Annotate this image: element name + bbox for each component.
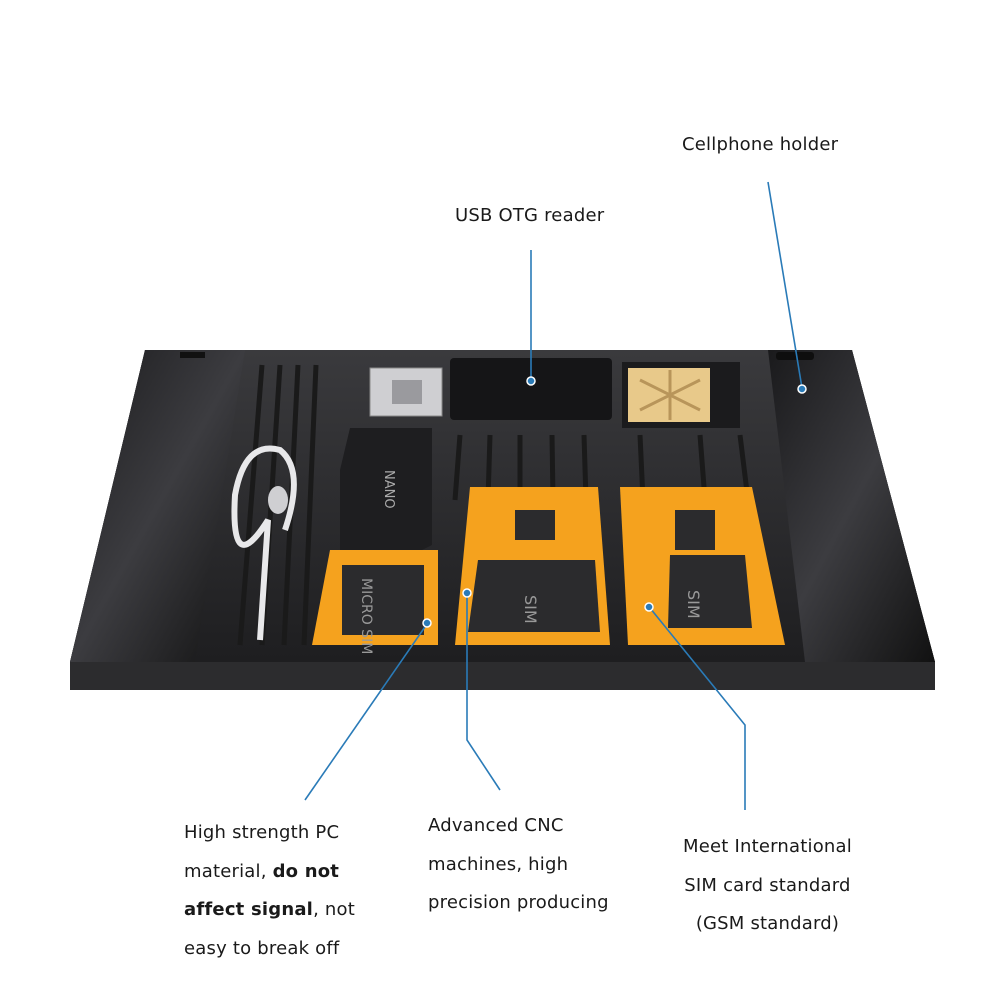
pc-line-3b: , not	[313, 899, 355, 920]
pc-line-1: High strength PC	[184, 822, 340, 843]
pc-line-4: easy to break off	[184, 937, 340, 959]
usb-otg-reader	[369, 358, 612, 420]
nano-sim-chip	[622, 362, 740, 428]
pc-line-2: material, do not	[184, 853, 355, 892]
micro-sim-marking: MICRO SIM	[358, 578, 374, 654]
pc-line-2a: material,	[184, 860, 273, 882]
sim-adapter-right: SIM	[620, 487, 785, 645]
left-end-cap	[70, 350, 245, 662]
standard-line-2: SIM card standard	[684, 874, 851, 896]
pc-line-3a: affect signal	[184, 899, 314, 920]
label-usb-otg-reader: USB OTG reader	[455, 205, 605, 226]
callout-lines	[304, 181, 803, 810]
nano-adapter: NANO	[340, 428, 432, 552]
sim-ejector-pin	[231, 445, 297, 641]
standard-line-3: (GSM standard)	[695, 913, 840, 934]
label-cnc: Advanced CNC machines, high precision pr…	[428, 807, 609, 923]
callout-line-cellphone-holder	[767, 181, 803, 389]
micro-sim-adapter: MICRO SIM	[312, 550, 438, 654]
pc-line-3: affect signal, not	[184, 891, 355, 930]
callout-line-standard	[649, 607, 746, 810]
pc-line-2b: do not	[272, 860, 340, 882]
sim-adapter-middle: SIM	[455, 487, 610, 645]
cellphone-holder-end-cap	[768, 350, 935, 662]
label-cellphone-holder: Cellphone holder	[682, 134, 839, 155]
callout-line-pc-material	[304, 623, 428, 801]
sim-marking-2: SIM	[684, 590, 703, 619]
callout-line-cnc	[466, 594, 501, 791]
nano-marking: NANO	[381, 470, 396, 509]
cnc-line-3: precision producing	[428, 892, 609, 913]
standard-line-1: Meet International	[683, 836, 852, 857]
label-pc-material: High strength PC material, do not affect…	[184, 814, 355, 968]
cnc-line-1: Advanced CNC	[428, 815, 564, 836]
callout-dots	[422, 376, 807, 628]
label-standard: Meet International SIM card standard (GS…	[683, 828, 852, 944]
sim-marking-1: SIM	[521, 595, 540, 624]
cnc-line-2: machines, high	[428, 853, 569, 875]
